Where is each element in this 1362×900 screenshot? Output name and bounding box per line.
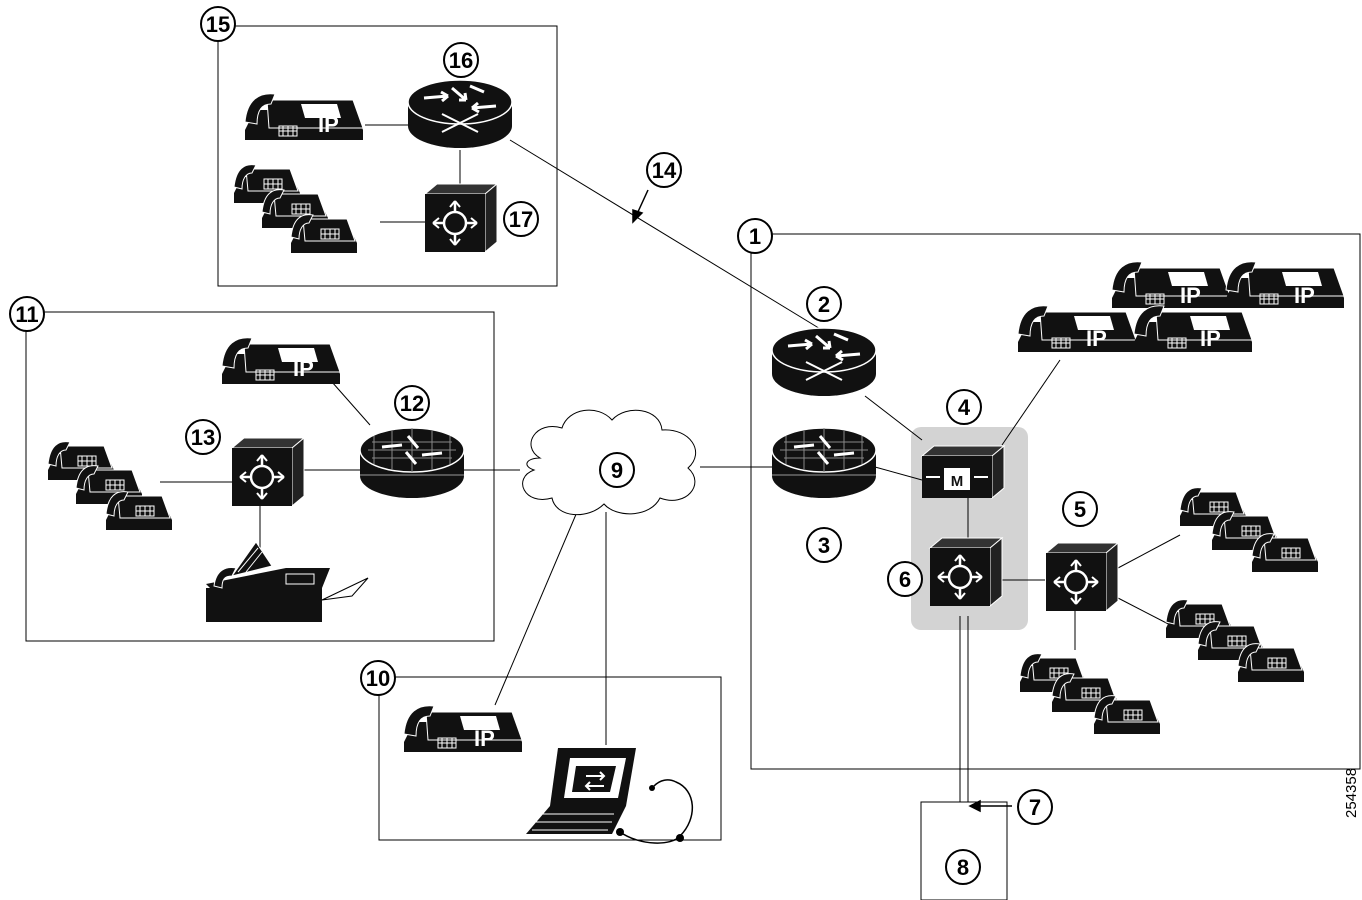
callout-6: 6 [887,561,923,597]
svg-text:11: 11 [15,302,38,327]
analog-phones-15-icon [233,164,358,254]
svg-text:5: 5 [1074,497,1086,522]
router-16-icon [406,78,514,150]
callout-5: 5 [1062,491,1098,527]
ip-phone-11-icon [221,337,341,385]
analog-phones-5b-icon [1165,599,1305,683]
callout-11: 11 [9,296,45,332]
laptop-softphone-icon [526,748,694,844]
callout-17: 17 [503,201,539,237]
callout-3: 3 [806,527,842,563]
svg-text:14: 14 [652,158,677,183]
callout-12: 12 [394,385,430,421]
callout-13: 13 [185,419,221,455]
svg-text:IP: IP [1294,283,1315,308]
analog-phones-11-icon [47,441,173,531]
ip-label-11: IP [293,356,314,381]
site-8-box [920,801,1008,900]
router-2-icon [770,326,878,398]
svg-text:M: M [951,473,964,490]
svg-text:12: 12 [400,391,424,416]
call-manager-4-icon: M [920,444,1006,500]
svg-text:7: 7 [1029,795,1041,820]
ip-label-10: IP [474,726,495,751]
figure-id: 254358 [1343,768,1360,818]
svg-text:15: 15 [206,12,230,37]
callout-8: 8 [945,849,981,885]
site-11-box [25,311,495,642]
callout-15: 15 [200,6,236,42]
callout-16: 16 [443,42,479,78]
voice-gateway-13-icon [230,436,306,508]
svg-text:IP: IP [1180,283,1201,308]
site-10-box [378,676,722,841]
ip-label-15: IP [318,112,339,137]
voice-gateway-5-icon [1044,541,1120,613]
analog-phones-5a-icon [1179,487,1319,573]
arrow-7-icon [968,799,1012,813]
callout-10: 10 [360,660,396,696]
svg-text:17: 17 [509,207,533,232]
callout-14: 14 [646,152,682,188]
links [160,124,1181,802]
analog-phones-5c-icon [1019,653,1161,735]
callout-2: 2 [806,286,842,322]
svg-text:IP: IP [1200,326,1221,351]
svg-text:IP: IP [1086,326,1107,351]
callout-9: 9 [599,452,635,488]
frame-outlines [25,25,1361,900]
callout-1: 1 [737,218,773,254]
svg-text:10: 10 [366,666,390,691]
callout-4: 4 [946,389,982,425]
voice-gateway-6-icon [928,536,1004,608]
router-3-icon [770,426,878,500]
svg-text:8: 8 [957,855,969,880]
callouts: 1 2 3 4 5 6 7 8 9 10 11 12 13 14 15 16 1… [9,6,1098,885]
callout-7: 7 [1017,789,1053,825]
svg-text:4: 4 [958,395,971,420]
ip-phones-1-icon: IP IP IP IP [1017,261,1345,353]
ip-phone-10-icon [403,705,523,753]
fax-machine-icon [206,541,369,622]
svg-text:2: 2 [818,292,830,317]
svg-text:1: 1 [749,224,761,249]
svg-text:13: 13 [191,425,215,450]
site-15-box [217,25,558,287]
svg-text:6: 6 [899,567,911,592]
arrow-14-icon [632,189,649,224]
router-12-icon [358,426,466,500]
site-1-box [750,233,1361,770]
voice-gateway-17-icon [423,182,499,254]
svg-text:9: 9 [611,458,623,483]
svg-text:3: 3 [818,533,830,558]
svg-text:16: 16 [449,48,473,73]
ip-phone-15-icon [244,93,364,141]
